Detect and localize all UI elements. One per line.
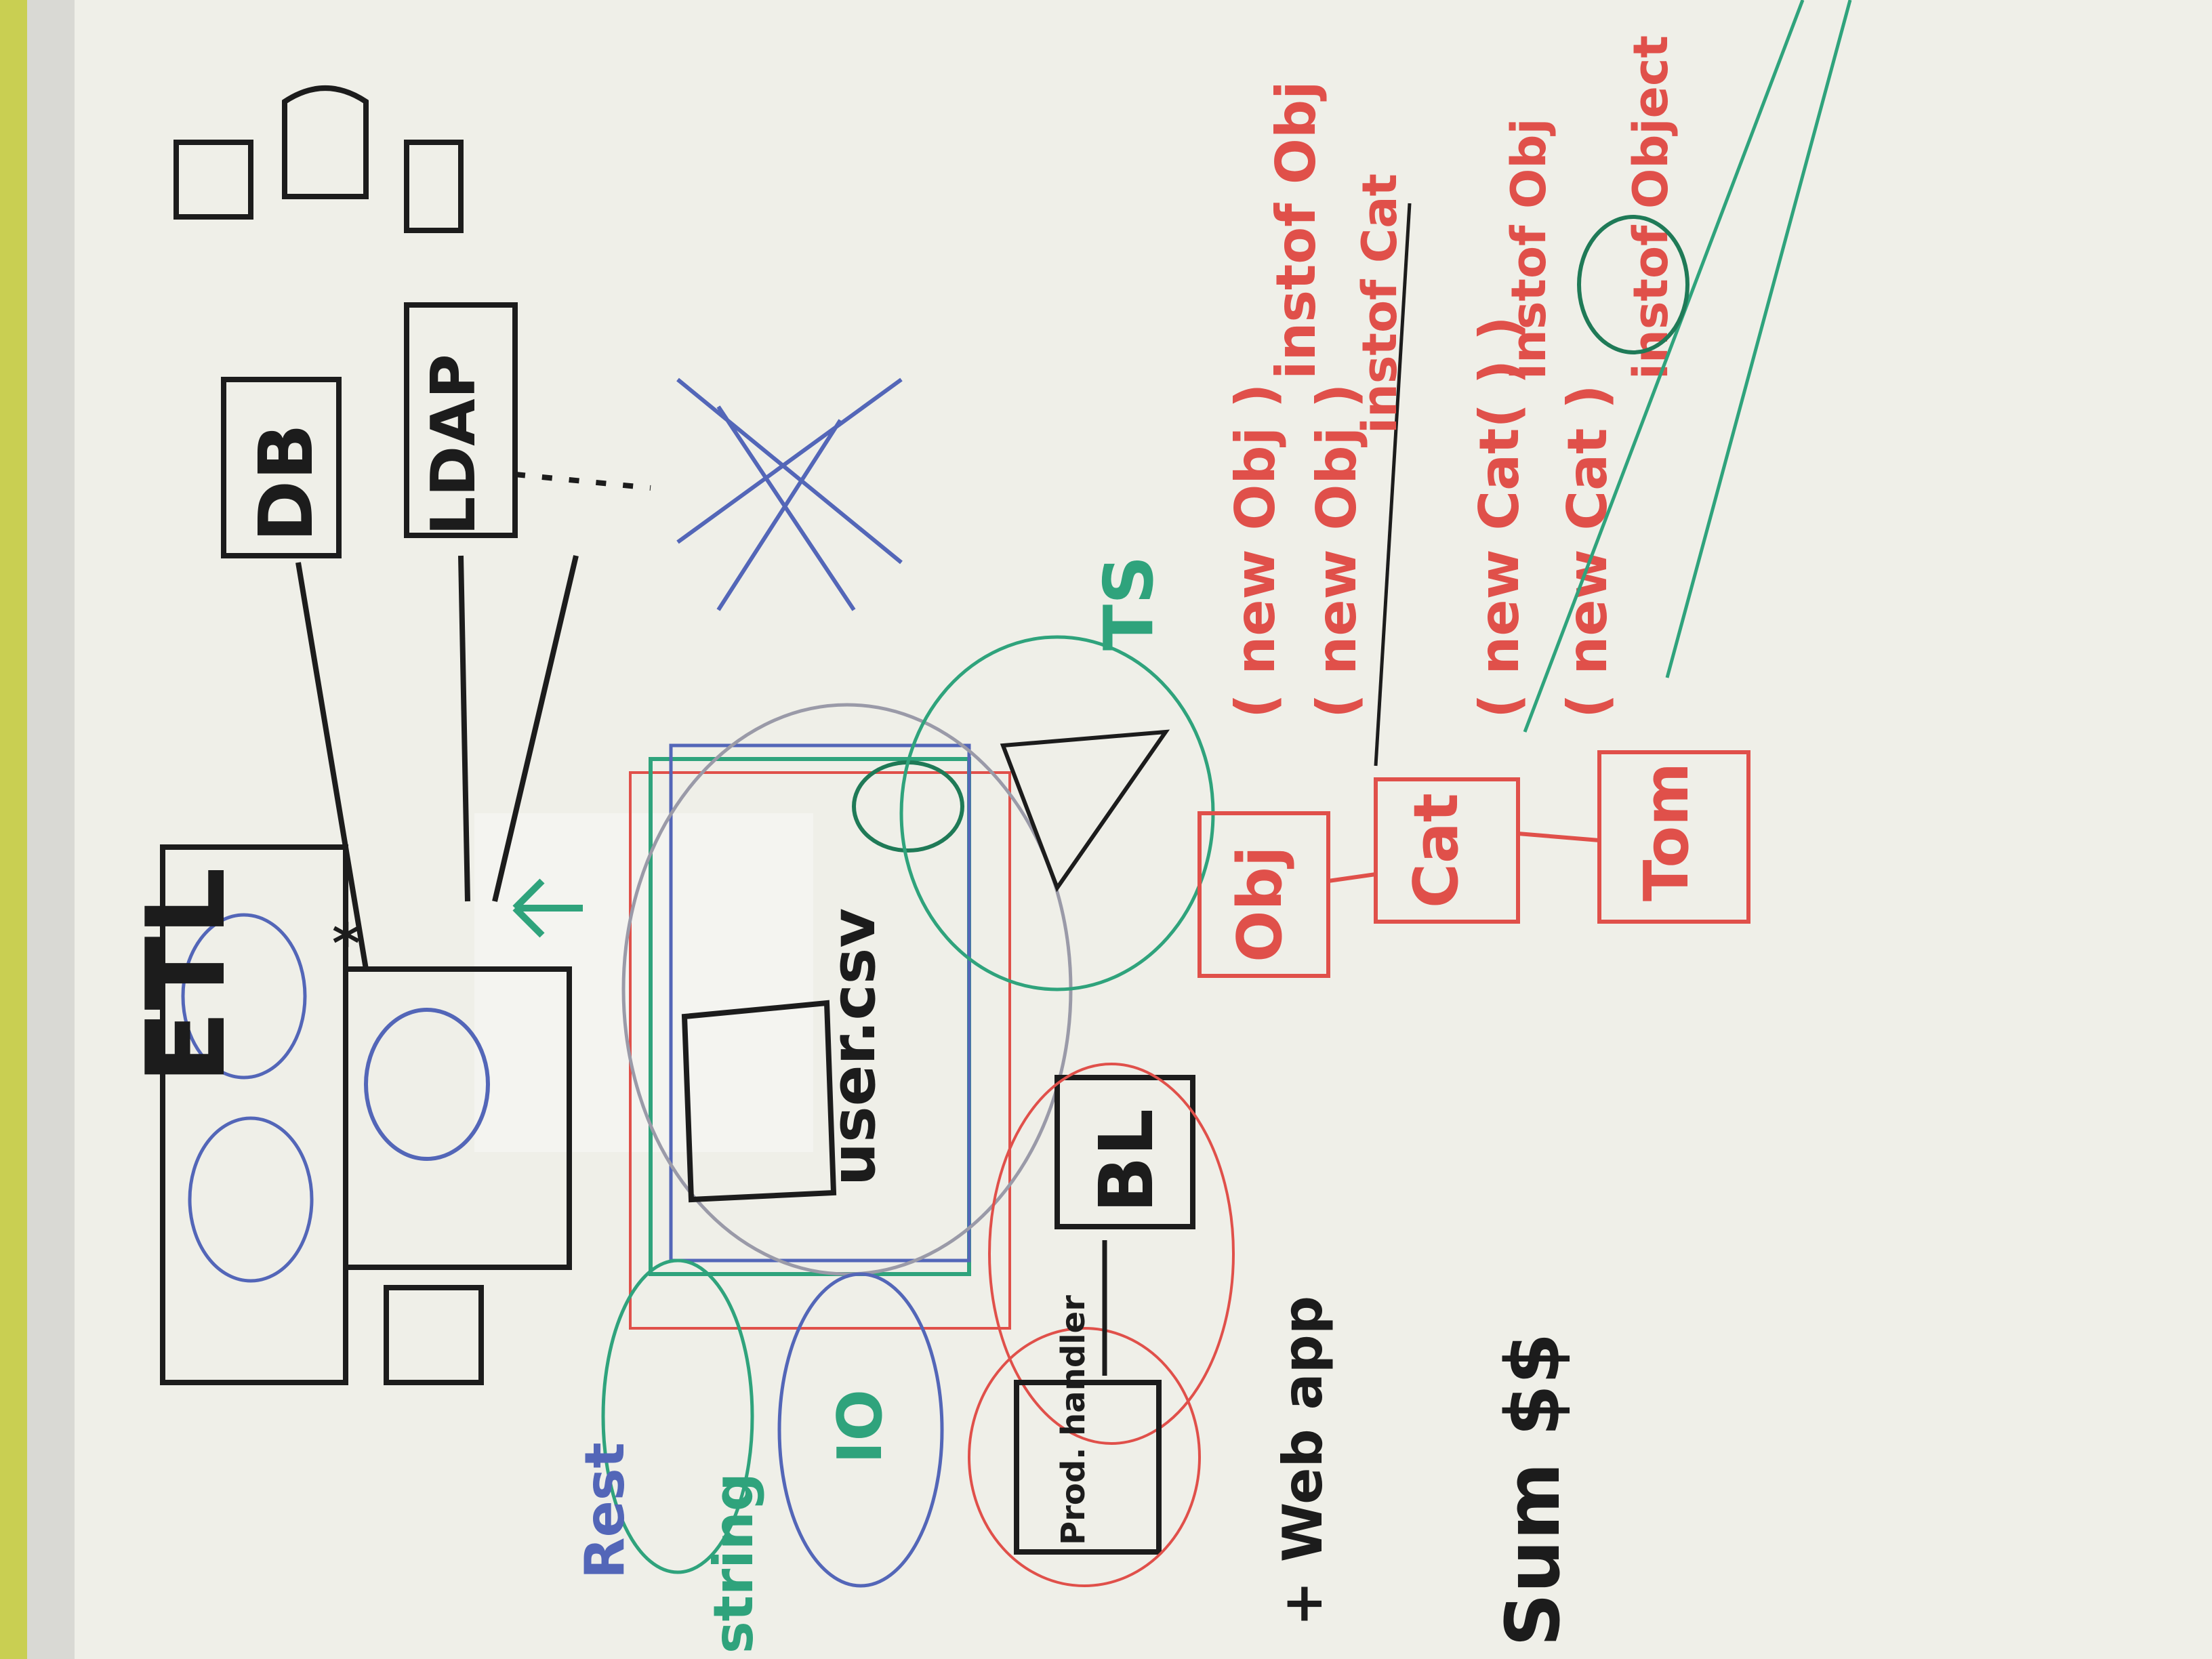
arrow-to-db xyxy=(295,562,369,970)
cat-box xyxy=(1374,777,1520,924)
whiteboard-surface xyxy=(75,0,2212,1659)
board-glare xyxy=(474,813,813,1152)
prod-handler-label: Prod. handler xyxy=(1054,1295,1092,1545)
teal-bands xyxy=(1523,0,1852,733)
doc-icon-2 xyxy=(282,85,369,199)
note-instof-obj-1: instof Obj xyxy=(1265,81,1328,380)
user-csv-label: user.csv xyxy=(818,908,889,1186)
sum-label: Sum $$ xyxy=(1490,1332,1576,1647)
doc-icon-3 xyxy=(404,140,464,233)
note-instof-cat-1: instof Cat xyxy=(1352,173,1408,434)
link-cat-to-obj xyxy=(1328,872,1376,883)
doc-icon-1 xyxy=(173,140,253,220)
hatched-oval xyxy=(364,1008,490,1161)
bl-label: BL xyxy=(1083,1109,1170,1213)
bl-section xyxy=(601,1063,1235,1588)
hatched-cone xyxy=(1000,729,1170,893)
note-new-cat-2: ( new Cat ) xyxy=(1556,384,1619,718)
green-scribble-circle xyxy=(1577,215,1689,354)
io-blue-oval xyxy=(777,1272,944,1588)
teal-band-2 xyxy=(1665,0,1852,678)
etl-small-box xyxy=(384,1285,484,1385)
etl-label: ETL xyxy=(123,867,249,1084)
obj-box xyxy=(1197,811,1330,978)
blue-outline-box xyxy=(669,743,971,1263)
board-frame xyxy=(27,0,75,1659)
etl-blue-circle-1 xyxy=(181,913,307,1080)
obj-label: Obj xyxy=(1225,846,1296,962)
prod-handler-red-circle xyxy=(968,1327,1201,1587)
db-label: DB xyxy=(243,424,329,542)
note-instof-obj-3: instof Obj xyxy=(1501,119,1557,380)
db-ldap-section xyxy=(173,85,651,970)
tom-box xyxy=(1597,750,1750,924)
teal-arrow-left xyxy=(512,878,583,938)
teal-band-1 xyxy=(1523,0,1805,733)
arrow-to-ldap-2 xyxy=(492,555,579,902)
user-csv-section xyxy=(512,377,1215,1330)
arrow-to-ldap-1 xyxy=(458,555,470,902)
etl-section xyxy=(160,844,572,1385)
bl-box xyxy=(1054,1075,1195,1229)
class-hierarchy xyxy=(1197,203,1750,978)
link-tom-to-cat xyxy=(1517,832,1600,842)
divider-line xyxy=(1374,203,1412,766)
crossed-mesh xyxy=(676,377,903,611)
tom-label: Tom xyxy=(1631,762,1702,901)
db-box xyxy=(221,377,342,558)
note-new-obj-2: ( new Obj ) xyxy=(1305,384,1368,719)
dashed-connector xyxy=(514,472,651,491)
string-label: string xyxy=(702,1473,765,1654)
string-teal-oval xyxy=(601,1258,754,1574)
etl-blue-circle-2 xyxy=(188,1116,314,1283)
rest-label: Rest xyxy=(573,1442,636,1579)
cylinder-icon xyxy=(681,1000,837,1203)
io-label: IO xyxy=(825,1389,896,1464)
web-app-label: + Web app xyxy=(1271,1296,1334,1626)
note-new-obj-1: ( new Obj ) xyxy=(1224,384,1287,719)
note-new-cat-1: ( new Cat( ) ) xyxy=(1468,316,1531,718)
etl-inner-box xyxy=(343,966,572,1270)
note-instof-object: instof Object xyxy=(1623,35,1679,380)
bl-red-circle xyxy=(988,1063,1235,1445)
prod-handler-box xyxy=(1014,1380,1162,1555)
cat-label: Cat xyxy=(1401,793,1472,908)
ldap-box xyxy=(404,302,518,538)
ts-label: TS xyxy=(1089,556,1168,651)
ldap-label: LDAP xyxy=(418,354,489,535)
